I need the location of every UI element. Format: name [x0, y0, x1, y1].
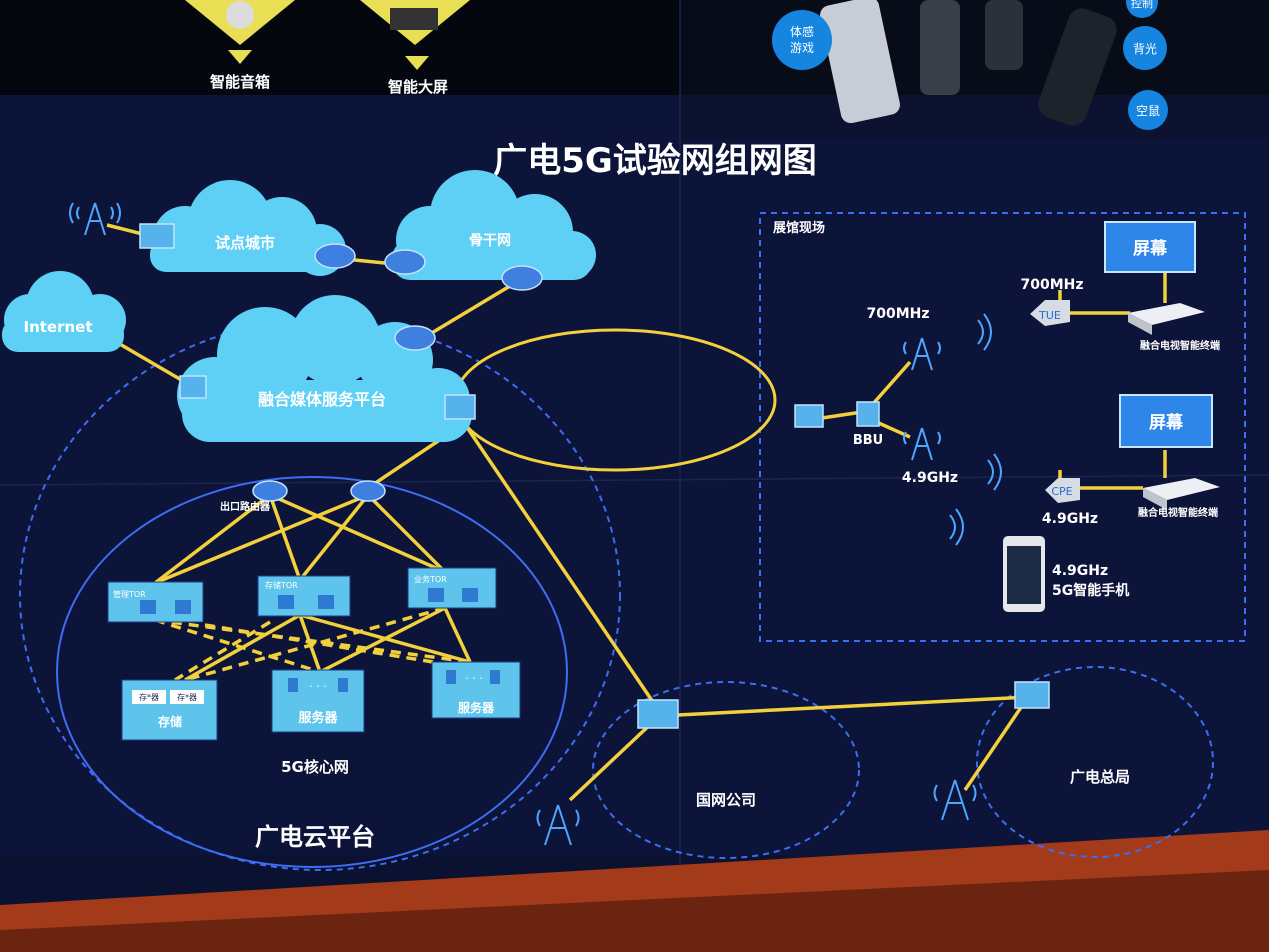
- core-net-label: 5G核心网: [281, 758, 349, 776]
- tor-storage: 存储TOR: [257, 575, 351, 617]
- server-box-1: · · · 服务器: [271, 669, 365, 733]
- exhibition-label: 展馆现场: [773, 220, 825, 236]
- set-top-box-icon: [1128, 303, 1205, 335]
- server-dots: · · ·: [465, 672, 482, 685]
- server-dots: · · ·: [309, 680, 326, 693]
- antenna-tower-icon: [903, 427, 941, 461]
- router-icon: [501, 265, 543, 291]
- set-top-box-icon: [1143, 478, 1220, 510]
- internet-label: Internet: [23, 318, 92, 336]
- freq-49-cpe-label: 4.9GHz: [1042, 511, 1098, 527]
- backlight-label: 背光: [1133, 42, 1157, 56]
- switch-icon: [637, 699, 679, 729]
- core-network-ring: [56, 476, 568, 868]
- smartphone-icon: [1003, 536, 1045, 612]
- freq-700-label: 700MHz: [866, 306, 929, 322]
- freq-700-tue-label: 700MHz: [1020, 277, 1083, 293]
- motion-game-label-2: 游戏: [790, 41, 814, 55]
- operator-label: 国网公司: [696, 791, 756, 809]
- bbu-label: BBU: [853, 433, 883, 448]
- storage-cell: 存*器: [139, 692, 159, 702]
- pilot-city-cloud: 试点城市: [150, 180, 346, 276]
- screen-2-label: 屏幕: [1149, 412, 1184, 433]
- wifi-signal-icon: [949, 313, 1002, 546]
- freq-49-label: 4.9GHz: [902, 470, 958, 486]
- media-platform-label: 融合媒体服务平台: [258, 390, 386, 409]
- switch-icon: [139, 223, 175, 249]
- cloud-platform-label: 广电云平台: [255, 823, 375, 851]
- smart-screen-label: 智能大屏: [388, 78, 448, 96]
- pilot-city-label: 试点城市: [215, 234, 275, 252]
- backbone-cloud: 骨干网: [392, 170, 596, 280]
- remote-showcase: 体感 游戏 背光 空鼠 控制: [772, 0, 1168, 130]
- server-label-2: 服务器: [458, 700, 495, 715]
- storage-cell: 存*器: [177, 692, 197, 702]
- antenna-tower-icon: [903, 337, 941, 371]
- hq-label: 广电总局: [1070, 768, 1130, 786]
- remote-icon: [820, 0, 900, 124]
- control-label: 控制: [1131, 0, 1153, 10]
- tv-icon: [390, 8, 438, 30]
- remote-icon: [1038, 8, 1117, 126]
- router-icon: [394, 325, 436, 351]
- screen-1-label: 屏幕: [1133, 238, 1168, 259]
- tor-storage-label: 存储TOR: [265, 580, 298, 590]
- storage-label: 存储: [157, 714, 182, 729]
- antenna-tower-icon: [536, 804, 580, 846]
- diagram-title: 广电5G试验网组网图: [493, 141, 817, 181]
- smart-screen-item: 智能大屏: [360, 0, 470, 96]
- switch-icon: [1014, 681, 1050, 709]
- exhibition-box: [759, 212, 1246, 642]
- smart-speaker-label: 智能音箱: [210, 73, 270, 91]
- tor-business: 业务TOR: [407, 567, 497, 609]
- operator-ring: [592, 681, 860, 859]
- speaker-icon: [226, 1, 254, 29]
- router-icon: [384, 249, 426, 275]
- switch-icon: [794, 404, 824, 428]
- firewall-icon: [179, 375, 207, 399]
- cpe-label: CPE: [1051, 485, 1072, 498]
- tue-label: TUE: [1038, 309, 1061, 322]
- exit-router-label: 出口路由器: [220, 500, 271, 513]
- antenna-tower-icon: [69, 202, 121, 236]
- smart-speaker-item: 智能音箱: [185, 0, 295, 91]
- tor-mgmt: 管理TOR: [107, 581, 204, 623]
- cpe-device: CPE: [1045, 478, 1080, 503]
- tor-mgmt-label: 管理TOR: [113, 589, 146, 599]
- tor-business-label: 业务TOR: [414, 574, 447, 584]
- backbone-label: 骨干网: [469, 232, 511, 249]
- router-icon: [350, 480, 386, 502]
- phone-freq-label: 4.9GHz: [1052, 563, 1108, 579]
- server-box-2: · · · 服务器: [431, 661, 521, 719]
- air-mouse-label: 空鼠: [1136, 104, 1160, 118]
- phone-label: 5G智能手机: [1052, 582, 1129, 599]
- screen-1: 屏幕: [1104, 221, 1196, 273]
- terminal-label-1: 融合电视智能终端: [1140, 339, 1220, 352]
- server-label-1: 服务器: [298, 710, 338, 726]
- router-icon: [314, 243, 356, 269]
- antenna-tower-icon: [933, 779, 977, 821]
- remote-icon: [985, 0, 1023, 70]
- motion-game-label-1: 体感: [790, 24, 814, 39]
- storage-box: 存*器 存*器 存储: [121, 679, 218, 741]
- switch-icon: [444, 394, 476, 420]
- terminal-label-2: 融合电视智能终端: [1138, 506, 1218, 519]
- remote-icon: [920, 0, 960, 95]
- screen-2: 屏幕: [1119, 394, 1213, 448]
- bbu-icon: [856, 401, 880, 427]
- router-icon: [252, 480, 288, 502]
- hq-ring: [976, 666, 1214, 858]
- tue-device: TUE: [1030, 300, 1070, 326]
- internet-cloud: Internet: [2, 271, 126, 352]
